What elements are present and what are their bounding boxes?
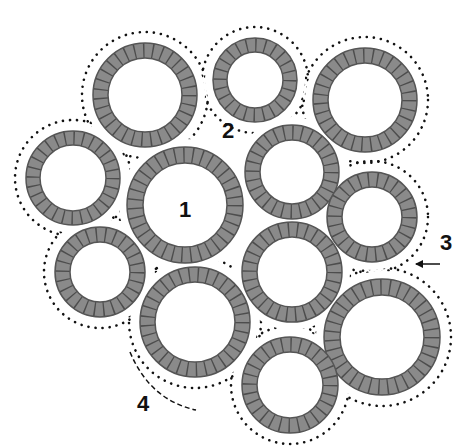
callout-number: 3 — [440, 232, 452, 254]
lumen — [340, 295, 424, 379]
ring-outer-edge — [242, 337, 338, 433]
cell-border — [101, 51, 190, 140]
lumen — [70, 242, 130, 302]
lumen — [257, 237, 327, 307]
cell-border — [321, 56, 410, 145]
ring-outer-edge — [26, 131, 120, 225]
cell-border — [335, 180, 410, 255]
ring-outer-edge — [213, 38, 297, 122]
cell-border — [148, 275, 243, 370]
ground-patch — [205, 30, 305, 130]
lumen — [257, 352, 323, 418]
cell-border — [250, 230, 335, 315]
cell-ring — [321, 56, 410, 145]
ring-outer-edge — [245, 125, 339, 219]
cell-ring — [148, 275, 243, 370]
callout-number: 2 — [222, 120, 234, 142]
ring-outer-edge — [327, 172, 417, 262]
cell-border — [250, 345, 331, 426]
cell-border — [253, 133, 332, 212]
ring-outer-edge — [324, 279, 440, 395]
ring-outer-edge — [55, 227, 145, 317]
cell-ring — [332, 287, 432, 387]
ring-outer-edge — [93, 43, 197, 147]
cell-ring — [63, 235, 138, 310]
cell-border — [33, 138, 113, 218]
lumen — [155, 282, 235, 362]
ring-outer-edge — [313, 48, 417, 152]
cell-border — [135, 155, 235, 255]
lumen — [260, 140, 324, 204]
callout-number: 1 — [179, 199, 191, 221]
callout-number: 4 — [137, 393, 149, 415]
lumen — [143, 163, 227, 247]
cell-ring — [335, 180, 410, 255]
lumen — [328, 63, 402, 137]
cell-ring — [253, 133, 332, 212]
cell-ring — [135, 155, 235, 255]
ring-outer-edge — [242, 222, 342, 322]
cell-ring — [250, 230, 335, 315]
lumen — [342, 187, 402, 247]
cell-border — [332, 287, 432, 387]
cell-border — [63, 235, 138, 310]
cell-ring — [33, 138, 113, 218]
lumen — [227, 52, 283, 108]
cell-ring — [220, 45, 290, 115]
ring-outer-edge — [140, 267, 250, 377]
cell-border — [220, 45, 290, 115]
ring-outer-edge — [127, 147, 243, 263]
ground-patch — [18, 123, 128, 233]
lumen — [40, 145, 106, 211]
lumen — [108, 58, 182, 132]
cell-ring — [250, 345, 331, 426]
leader-arrow — [416, 263, 440, 265]
cell-ring — [101, 51, 190, 140]
